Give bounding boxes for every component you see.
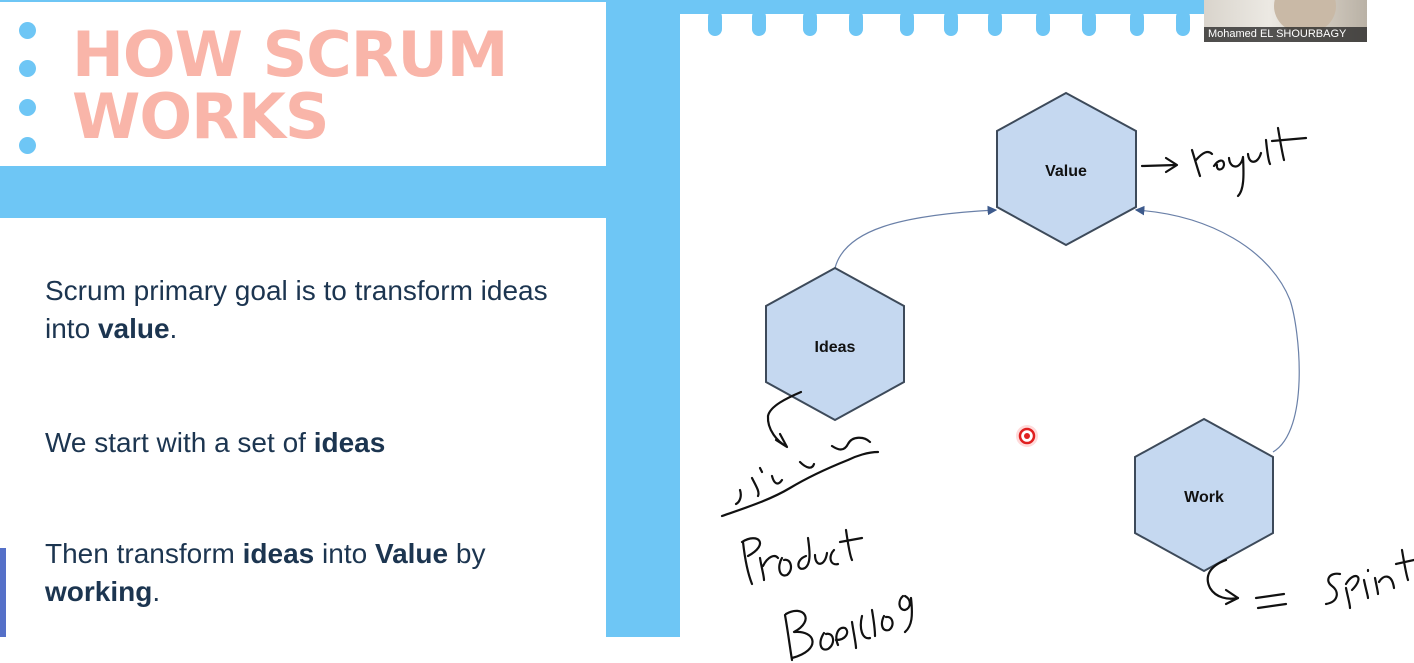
title-card: HOW SCRUM WORKS [0, 2, 606, 166]
hex-ideas [765, 266, 905, 422]
handwriting-work-annotation [1206, 548, 1414, 610]
bold-run: ideas [242, 538, 315, 569]
text-run: Scrum primary goal is to transform ideas… [45, 275, 548, 344]
text-run: . [169, 313, 178, 344]
participant-video-thumbnail[interactable]: Mohamed EL SHOURBAGY [1204, 0, 1367, 42]
text-run: by [448, 538, 486, 569]
bullet-dot [19, 60, 36, 77]
text-run: . [152, 576, 161, 607]
connector-work-to-value [1134, 205, 1300, 453]
bold-run: ideas [313, 427, 386, 458]
paragraph-transform: Then transform ideas into Value by worki… [45, 535, 585, 611]
hex-value-label: Value [1045, 163, 1087, 180]
paragraph-goal: Scrum primary goal is to transform ideas… [45, 272, 565, 348]
hex-value [996, 91, 1137, 247]
bullet-dot [19, 99, 36, 116]
text-run: into [314, 538, 375, 569]
bullet-dot [19, 22, 36, 39]
slide-title-line-2: WORKS [72, 80, 330, 153]
bold-run: Value [374, 538, 449, 569]
laser-pointer [1016, 425, 1038, 447]
connector-ideas-to-value [834, 205, 998, 269]
hex-ideas-label: Ideas [815, 339, 856, 356]
slide-title: HOW SCRUM WORKS [72, 18, 509, 153]
paragraph-ideas: We start with a set of ideas [45, 424, 585, 462]
participant-name-label: Mohamed EL SHOURBAGY [1204, 27, 1367, 42]
handwriting-result-annotation [1140, 126, 1308, 198]
hex-work [1134, 417, 1274, 573]
bold-run: working [45, 576, 153, 607]
slide-left-edge [0, 548, 6, 637]
bold-run: value [97, 313, 170, 344]
text-run: We start with a set of [45, 427, 314, 458]
bullet-dot [19, 137, 36, 154]
hex-work-label: Work [1184, 489, 1224, 506]
slide-title-line-1: HOW SCRUM [72, 18, 509, 91]
handwriting-ideas-annotation [720, 390, 913, 662]
scallop-border [680, 0, 1210, 36]
content-card [0, 218, 606, 637]
text-run: Then transform [45, 538, 243, 569]
